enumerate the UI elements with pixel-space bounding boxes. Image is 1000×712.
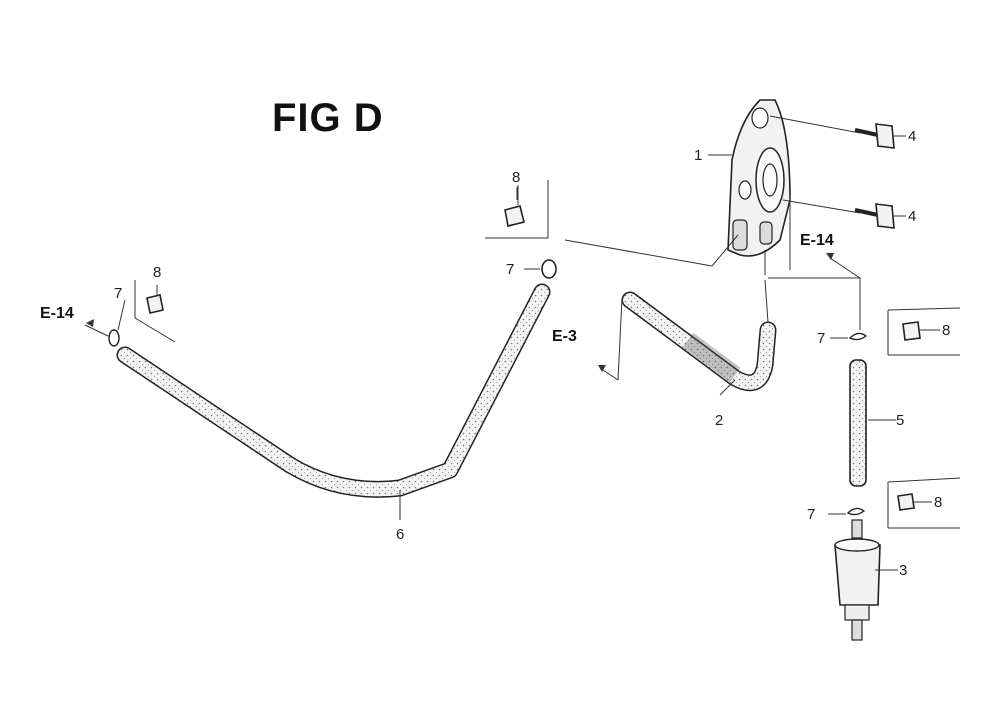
label-part-4-lower: 4: [908, 208, 916, 225]
fuel-filter: [834, 519, 881, 641]
clamp-left: [108, 329, 120, 347]
clip-left: [146, 294, 164, 314]
fuel-hose-straight: [849, 359, 867, 487]
label-part-6: 6: [396, 526, 404, 543]
clip-right-upper: [902, 321, 921, 341]
clamp-right-upper: [848, 332, 868, 341]
ref-e3: E-3: [552, 328, 577, 345]
label-part-7-right-lower: 7: [807, 506, 815, 523]
label-part-7-left: 7: [114, 285, 122, 302]
clip-right-lower: [897, 493, 915, 511]
label-part-8-top: 8: [512, 169, 520, 186]
label-part-2: 2: [715, 412, 723, 429]
bolt-lower: [854, 203, 895, 229]
label-part-3: 3: [899, 562, 907, 579]
label-part-4-upper: 4: [908, 128, 916, 145]
part-number-labels: 1 2 3 4 4 5 6 7 7 7 7 8 8 8 8: [114, 128, 950, 579]
clamp-top: [541, 259, 557, 279]
ref-e14-right: E-14: [800, 232, 834, 249]
clip-top: [504, 205, 525, 227]
fuel-hose-bent: [621, 291, 777, 392]
reference-labels: E-14 E-14 E-3: [40, 232, 834, 372]
ref-e14-left: E-14: [40, 305, 74, 322]
fuel-hose-long: [116, 283, 551, 498]
figure-title: FIG D: [272, 96, 384, 140]
label-part-7-top: 7: [506, 261, 514, 278]
label-part-7-right-upper: 7: [817, 330, 825, 347]
label-part-8-right-upper: 8: [942, 322, 950, 339]
label-part-1: 1: [694, 147, 702, 164]
fuel-pump: [727, 99, 791, 257]
label-part-8-right-lower: 8: [934, 494, 942, 511]
clamp-right-lower: [846, 507, 866, 516]
label-part-8-left: 8: [153, 264, 161, 281]
bolt-upper: [854, 123, 895, 149]
label-part-5: 5: [896, 412, 904, 429]
